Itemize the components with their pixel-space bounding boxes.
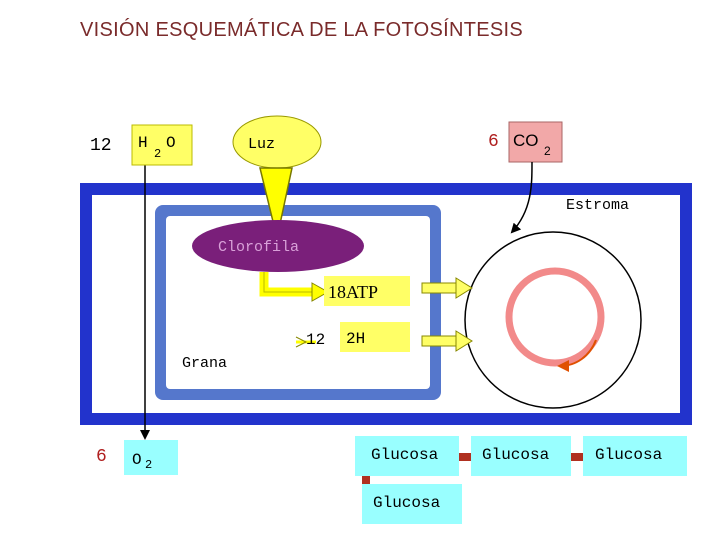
co2-arrow	[510, 161, 533, 234]
glucose-box-4	[362, 484, 462, 524]
calvin-cycle-circle	[464, 231, 642, 409]
cycle-arrow-icon	[557, 339, 597, 372]
glucose-label-2: Glucosa	[482, 446, 550, 464]
o2-box	[124, 440, 178, 475]
calvin-cycle-ring	[505, 267, 605, 367]
co2-formula: CO	[513, 131, 539, 150]
h-label: 2H	[346, 330, 365, 348]
water-o: O	[166, 134, 176, 152]
co2-subscript: 2	[544, 144, 551, 158]
h-to-cycle-arrow	[421, 330, 473, 352]
light-label: Luz	[248, 136, 275, 153]
chlorophyll-to-atp-arrow-outline	[263, 272, 314, 293]
glucose-box-1	[355, 436, 459, 476]
atp-to-cycle-arrow	[421, 277, 473, 299]
diagram-title: VISIÓN ESQUEMÁTICA DE LA FOTOSÍNTESIS	[80, 18, 523, 41]
atp-box	[324, 276, 410, 306]
o2-subscript: 2	[145, 458, 152, 472]
glucose-chain: Glucosa Glucosa Glucosa Glucosa	[355, 436, 687, 524]
chlorophyll-label: Clorofila	[218, 239, 299, 256]
glucose-link-1	[459, 453, 471, 461]
h-input-arrow-head	[295, 336, 308, 348]
o2-coefficient: 6	[96, 447, 107, 467]
grana-label: Grana	[182, 355, 227, 372]
glucose-box-3	[583, 436, 687, 476]
light-arrow	[259, 167, 293, 239]
chlorophyll-blob	[192, 220, 364, 272]
water-box	[131, 124, 193, 166]
glucose-label-1: Glucosa	[371, 446, 439, 464]
water-coefficient: 12	[90, 136, 112, 156]
glucose-link-3	[362, 476, 370, 486]
glucose-link-2	[571, 453, 583, 461]
glucose-box-2	[471, 436, 571, 476]
light-bubble	[232, 115, 322, 169]
glucose-label-3: Glucosa	[595, 446, 663, 464]
h-box	[340, 322, 410, 352]
water-h: H	[138, 134, 148, 152]
chlorophyll-to-atp-arrowhead	[311, 282, 330, 302]
atp-label: 18ATP	[328, 282, 378, 302]
o2-o: O	[132, 451, 142, 469]
h-coefficient: 12	[306, 331, 325, 349]
stroma-label: Estroma	[566, 197, 629, 214]
glucose-label-4: Glucosa	[373, 494, 441, 512]
water-subscript: 2	[154, 147, 161, 161]
co2-coefficient: 6	[488, 132, 499, 152]
co2-box	[508, 121, 563, 163]
